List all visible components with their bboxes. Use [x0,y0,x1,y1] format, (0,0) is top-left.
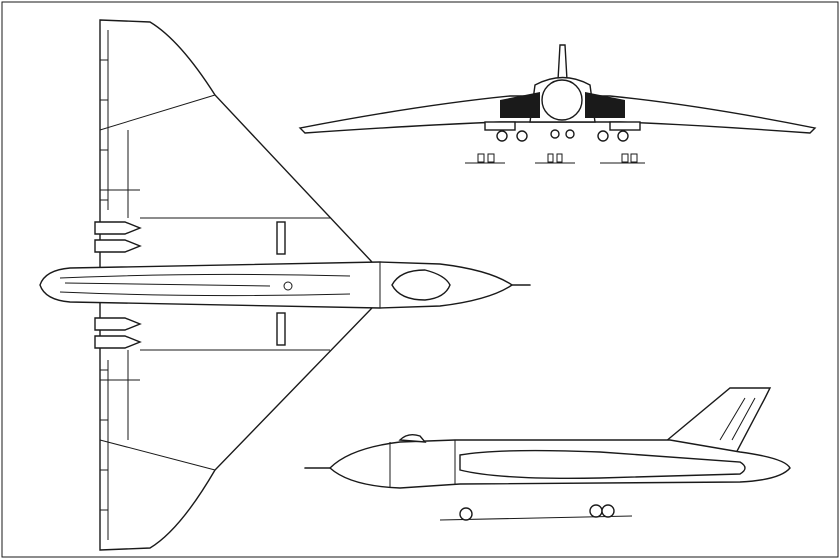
plan-control-surfaces [100,130,330,440]
plan-upper-wing [99,19,374,269]
plan-lower-wing [99,301,374,551]
side-canopy [398,433,427,443]
front-nose [541,79,583,121]
front-view [298,44,817,164]
side-rudder-lines [719,397,756,441]
side-main-wheel-front [589,504,603,518]
plan-elevon-hinges [100,59,108,511]
plan-airbrake-upper [276,221,286,255]
front-undercarriage [484,121,641,142]
plan-airbrake-lower [276,312,286,346]
plan-fuselage-marker [283,281,293,291]
plan-canopy [391,269,451,301]
plan-engine-exhausts [94,221,142,349]
plan-fuselage-lines [59,262,381,308]
side-ground-line [439,515,633,521]
plan-view [39,19,531,551]
side-fuselage-sections [389,440,456,488]
front-fin [557,44,568,81]
front-intakes [500,92,625,118]
front-ground-lines [465,153,645,164]
plan-spine-line [64,282,271,287]
side-view [304,387,791,521]
side-main-wheel-rear [601,504,615,518]
side-wing-root [459,449,746,480]
plan-wing-panel-lines [99,94,216,471]
side-nose-wheel [459,507,473,521]
